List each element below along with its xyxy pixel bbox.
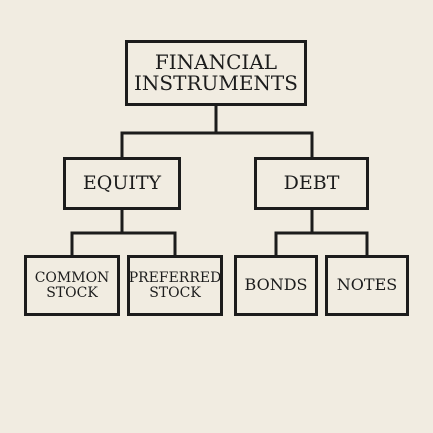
node-preferred-stock: PREFERRED STOCK (127, 255, 223, 316)
node-common-stock: COMMON STOCK (24, 255, 120, 316)
node-financial-instruments: FINANCIAL INSTRUMENTS (125, 40, 307, 106)
node-bonds: BONDS (234, 255, 318, 316)
node-label: NOTES (336, 275, 398, 295)
node-label: BONDS (244, 275, 308, 295)
node-equity: EQUITY (63, 157, 181, 210)
node-label: PREFERRED STOCK (128, 269, 222, 301)
node-notes: NOTES (325, 255, 409, 316)
node-label: DEBT (283, 171, 340, 194)
node-label: FINANCIAL INSTRUMENTS (134, 50, 298, 95)
node-debt: DEBT (254, 157, 369, 210)
node-label: COMMON STOCK (34, 269, 110, 301)
node-label: EQUITY (82, 171, 162, 194)
